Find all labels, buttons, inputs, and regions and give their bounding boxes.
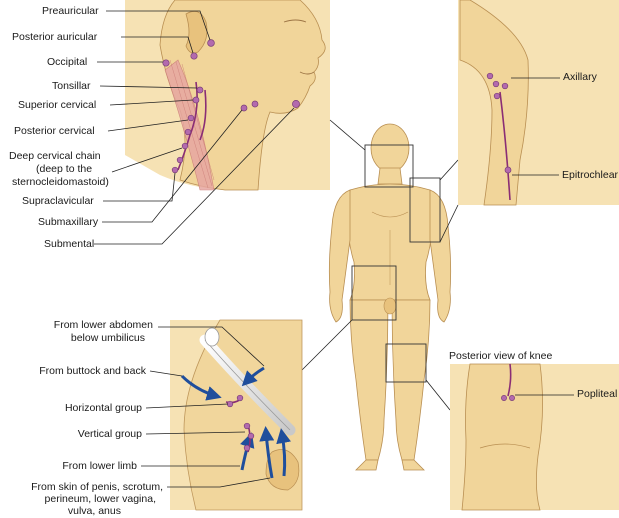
label-deep-cervical-chain: Deep cervical chain — [9, 150, 101, 162]
arm-panel: Axillary Epitrochlear — [458, 0, 619, 206]
leader-deep-cervical — [111, 147, 183, 173]
epitrochlear-node — [504, 166, 512, 174]
tonsillar-node — [196, 86, 204, 94]
neck-callout-box — [364, 144, 414, 188]
posterior-auricular-node — [190, 52, 198, 60]
leader-tonsillar — [99, 85, 198, 89]
vertical-group-node — [247, 432, 255, 440]
submental-node — [292, 100, 300, 108]
label-lower-abdomen-2: below umbilicus — [71, 332, 145, 344]
axillary-node — [493, 92, 501, 100]
submaxillary-node — [240, 104, 248, 112]
label-horizontal-group: Horizontal group — [65, 402, 142, 414]
label-popliteal: Popliteal — [577, 388, 617, 400]
leader-supraclavicular — [103, 172, 176, 202]
leader-posterior-auricular — [121, 36, 194, 54]
deep-cervical-node — [181, 142, 189, 150]
label-lower-limb: From lower limb — [62, 460, 137, 472]
label-vertical-group: Vertical group — [78, 428, 142, 440]
axillary-node — [486, 72, 494, 80]
connector-groin — [301, 319, 353, 371]
leader-vertical — [145, 431, 246, 435]
leader-submental — [94, 107, 295, 245]
horizontal-group-node — [236, 394, 244, 402]
label-occipital: Occipital — [47, 56, 87, 68]
label-skin-penis-2: perineum, lower vagina, — [45, 493, 156, 505]
label-submental: Submental — [44, 238, 94, 250]
label-skin-penis-3: vulva, anus — [68, 505, 121, 517]
connector-knee — [425, 379, 451, 411]
groin-callout-box — [351, 265, 397, 321]
connector-neck — [329, 119, 366, 151]
neck-panel: Preauricular Posterior auricular Occipit… — [9, 0, 330, 250]
label-preauricular: Preauricular — [42, 5, 99, 17]
label-tonsillar: Tonsillar — [52, 80, 91, 92]
knee-panel-title: Posterior view of knee — [449, 350, 552, 362]
axillary-node — [492, 80, 500, 88]
connector-arm-top — [439, 159, 459, 181]
deep-cervical-node — [176, 156, 184, 164]
label-skin-penis: From skin of penis, scrotum, — [31, 481, 163, 493]
leader-lower-abdomen — [158, 326, 265, 367]
supraclavicular-node — [171, 166, 179, 174]
label-posterior-auricular: Posterior auricular — [12, 31, 98, 43]
groin-panel: From lower abdomen below umbilicus From … — [31, 319, 303, 517]
deep-cervical-node — [184, 128, 192, 136]
label-deep-cervical-chain-3: sternocleidomastoid) — [12, 176, 109, 188]
leader-posterior-cervical — [107, 119, 189, 132]
leader-skin — [167, 477, 271, 488]
label-epitrochlear: Epitrochlear — [562, 169, 619, 181]
label-buttock-back: From buttock and back — [39, 365, 147, 377]
knee-callout-box — [385, 343, 427, 383]
preauricular-node — [207, 39, 215, 47]
label-deep-cervical-chain-2: (deep to the — [36, 163, 92, 175]
submaxillary-node — [251, 100, 259, 108]
superior-cervical-node — [192, 96, 200, 104]
label-supraclavicular: Supraclavicular — [22, 195, 94, 207]
connector-arm-bottom — [439, 204, 459, 243]
leader-buttock — [149, 370, 183, 377]
vertical-group-node — [243, 444, 251, 452]
popliteal-node — [509, 395, 515, 401]
posterior-cervical-node — [187, 114, 195, 122]
label-superior-cervical: Superior cervical — [18, 99, 96, 111]
leader-preauricular — [106, 10, 211, 41]
label-posterior-cervical: Posterior cervical — [14, 125, 95, 137]
vertical-group-node — [243, 422, 251, 430]
occipital-node — [162, 59, 170, 67]
horizontal-group-node — [226, 400, 234, 408]
leader-horizontal — [145, 403, 229, 409]
axillary-node — [501, 82, 509, 90]
leader-superior-cervical — [109, 99, 194, 106]
body-figure — [301, 119, 459, 471]
knee-panel: Posterior view of knee Popliteal — [449, 350, 619, 511]
leader-submaxillary — [102, 109, 243, 223]
label-lower-abdomen: From lower abdomen — [54, 319, 153, 331]
popliteal-node — [501, 395, 507, 401]
label-submaxillary: Submaxillary — [38, 216, 99, 228]
arm-callout-box — [409, 177, 441, 243]
label-axillary: Axillary — [563, 71, 598, 83]
